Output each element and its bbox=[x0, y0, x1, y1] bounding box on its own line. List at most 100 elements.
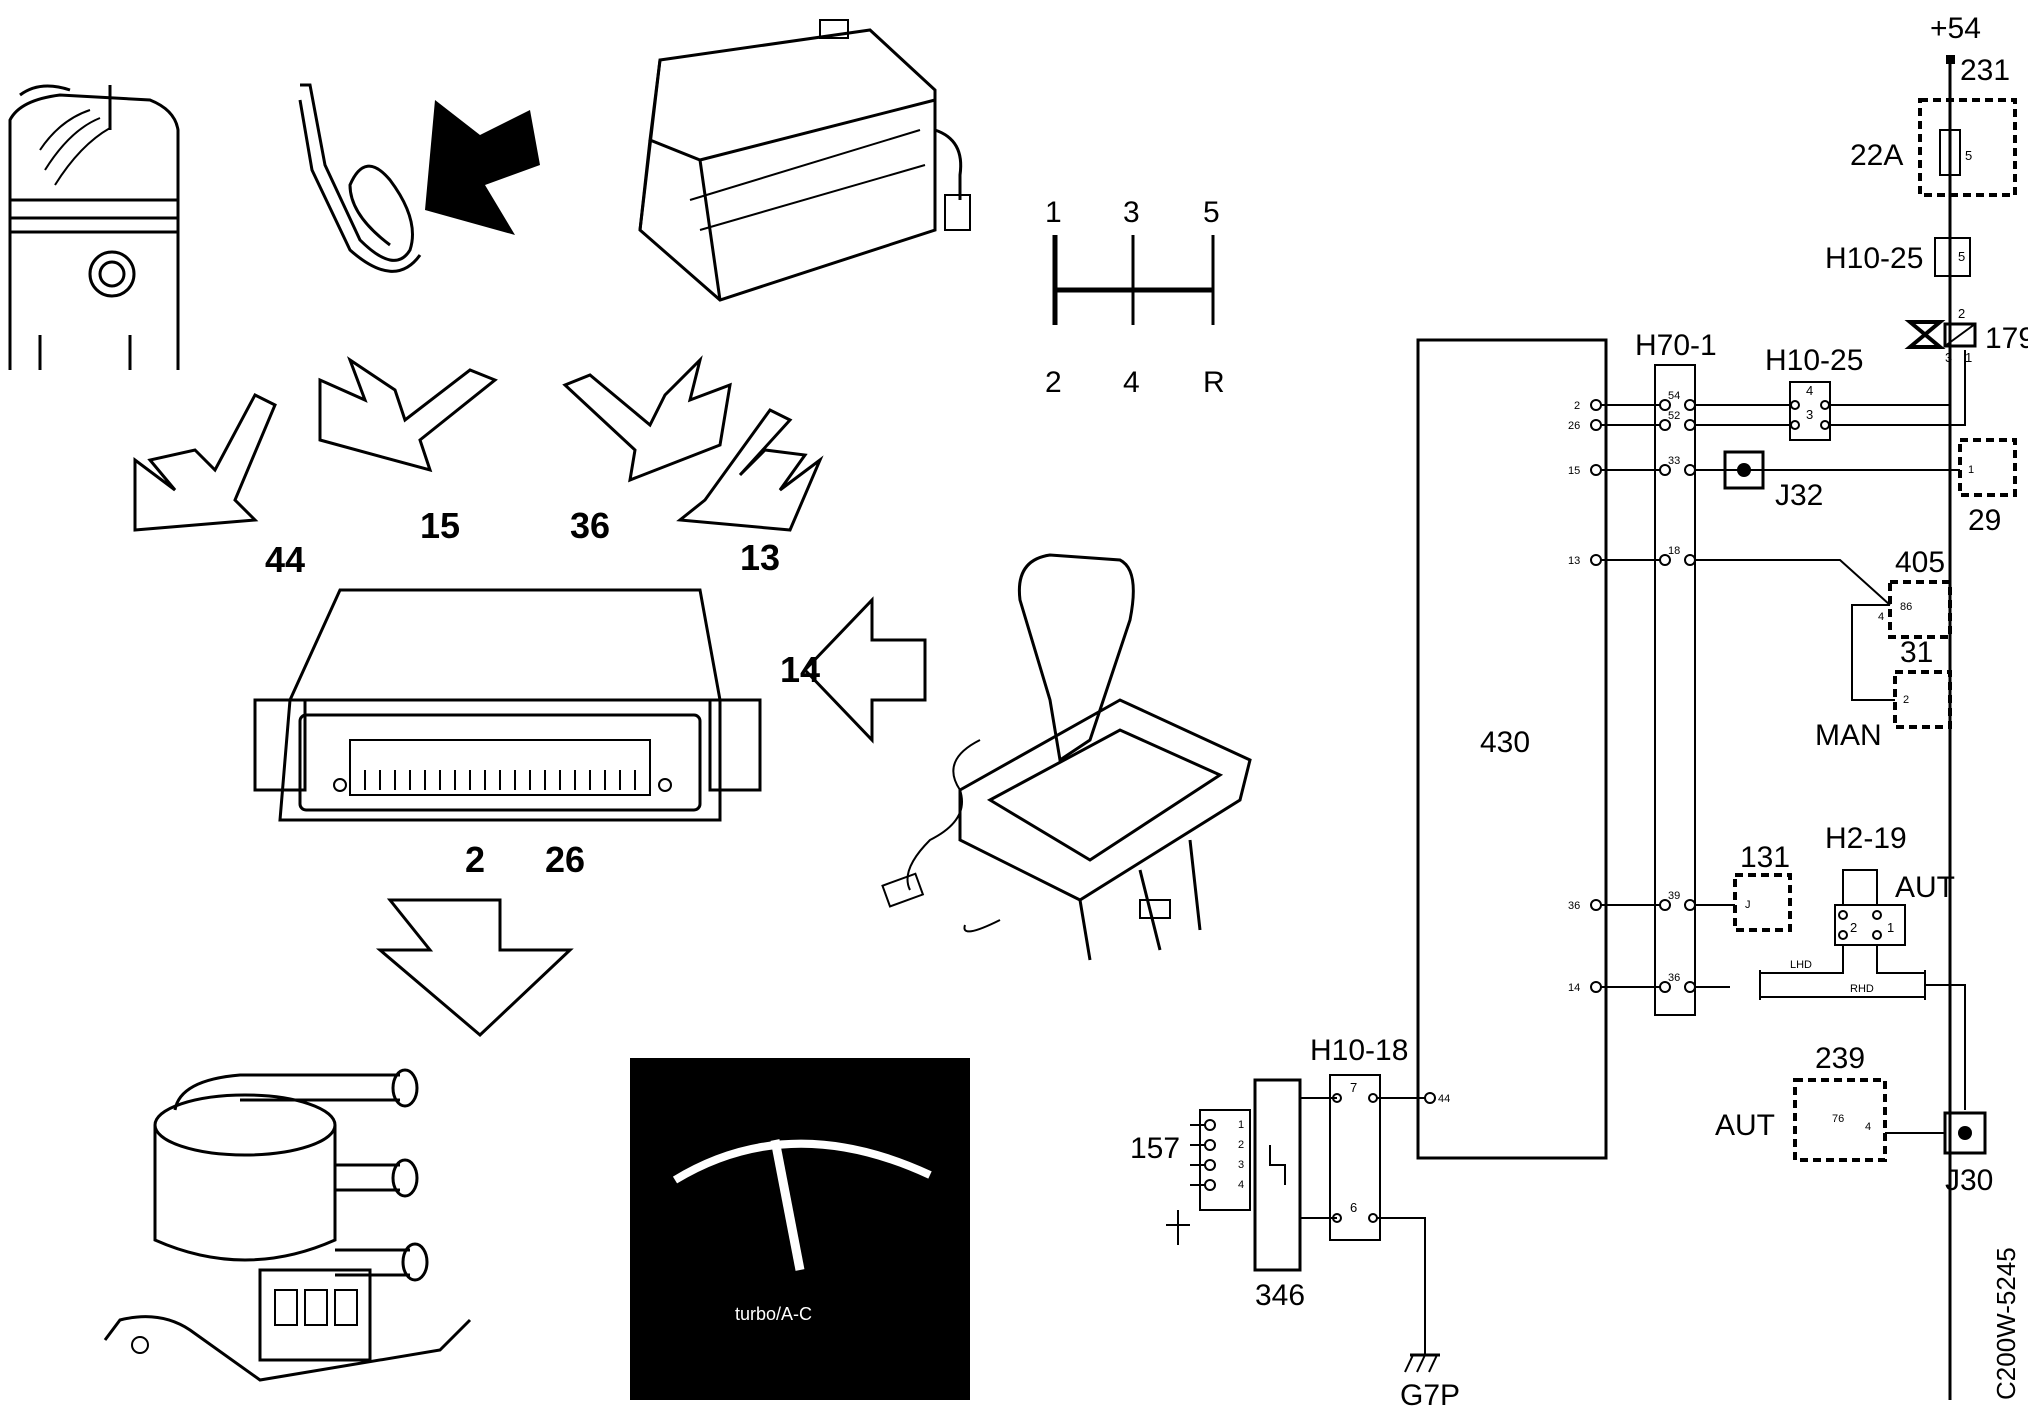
component-157-pin-1: 1 bbox=[1238, 1119, 1244, 1131]
component-346 bbox=[1253, 1078, 1302, 1272]
h10-25-pin-4: 4 bbox=[1806, 383, 1813, 398]
ecu-pin-44: 44 bbox=[1438, 1093, 1450, 1105]
h10-18-pin-6: 6 bbox=[1350, 1200, 1357, 1215]
control-module-illustration bbox=[253, 588, 762, 822]
component-29 bbox=[1958, 438, 2017, 497]
solenoid-valve-illustration bbox=[103, 1068, 472, 1382]
ecu-pin-26: 26 bbox=[1568, 420, 1580, 432]
relay-pin-1: 1 bbox=[1965, 350, 1972, 365]
relay-179-label: 179 bbox=[1985, 322, 2028, 355]
h70-pin-36: 36 bbox=[1668, 972, 1680, 984]
engine-cylinder-illustration bbox=[8, 84, 180, 370]
connector-h10-18 bbox=[1329, 1074, 1381, 1241]
splice-j32-label: J32 bbox=[1775, 479, 1823, 512]
component-405-pin-86: 86 bbox=[1900, 601, 1912, 613]
h70-pin-33: 33 bbox=[1668, 455, 1680, 467]
aut-bottom-label: AUT bbox=[1715, 1109, 1775, 1142]
ecu-pin-44-dot bbox=[1424, 1092, 1436, 1104]
ecu-pin-13: 13 bbox=[1568, 555, 1580, 567]
turbo-gauge-illustration bbox=[630, 1058, 970, 1400]
h2-19-pin-1: 1 bbox=[1887, 920, 1894, 935]
ground-label: G7P bbox=[1400, 1379, 1460, 1408]
component-31-label: 31 bbox=[1900, 636, 1933, 669]
splice-j32 bbox=[1723, 450, 1765, 490]
h70-pin-52: 52 bbox=[1668, 410, 1680, 422]
pin-row-13 bbox=[1590, 554, 1891, 606]
gear-4: 4 bbox=[1123, 366, 1140, 399]
ignition-cassette-illustration bbox=[638, 19, 971, 302]
arrow-13 bbox=[676, 408, 824, 532]
h70-pin-39: 39 bbox=[1668, 890, 1680, 902]
wire-ground bbox=[1377, 1217, 1426, 1355]
fuse-wire-label: 231 bbox=[1960, 54, 2010, 87]
connector-h70-1 bbox=[1654, 364, 1696, 1016]
pin-row-26 bbox=[1590, 419, 1790, 431]
relay-pin-2: 2 bbox=[1958, 306, 1965, 321]
arrow-14 bbox=[802, 596, 927, 744]
component-239-pin-76: 76 bbox=[1832, 1113, 1844, 1125]
gear-1: 1 bbox=[1045, 196, 1062, 229]
knock-sensor-wire-illustration bbox=[298, 83, 422, 273]
ecu-pin-14: 14 bbox=[1568, 982, 1580, 994]
h70-pin-18: 18 bbox=[1668, 545, 1680, 557]
supply-terminal bbox=[1946, 55, 1955, 64]
fuse-element bbox=[1939, 129, 1961, 176]
component-346-label: 346 bbox=[1255, 1279, 1305, 1312]
splice-j30 bbox=[1943, 1111, 1987, 1155]
figure-code: C200W-5245 bbox=[1991, 1247, 2021, 1400]
component-157-pin-4: 4 bbox=[1238, 1179, 1244, 1191]
component-131-pin: J bbox=[1745, 899, 1751, 911]
arrow-down bbox=[375, 898, 574, 1038]
splice-j30-label: J30 bbox=[1945, 1164, 1993, 1197]
arrow-label-14: 14 bbox=[780, 649, 820, 690]
component-405 bbox=[1888, 580, 1952, 639]
rhd-label: RHD bbox=[1850, 983, 1874, 995]
gear-5: 5 bbox=[1203, 196, 1220, 229]
lhd-label: LHD bbox=[1790, 959, 1812, 971]
component-157-pin-3: 3 bbox=[1238, 1159, 1244, 1171]
relay-pin-3: 3 bbox=[1945, 350, 1952, 365]
gear-2: 2 bbox=[1045, 366, 1062, 399]
pin-row-36 bbox=[1590, 899, 1735, 911]
ecu-pin-label-26: 26 bbox=[545, 839, 585, 880]
fuse-box bbox=[1918, 98, 2017, 197]
fuse-pin: 5 bbox=[1965, 148, 1972, 163]
component-157 bbox=[1166, 1109, 1251, 1245]
relay-feed-wires bbox=[1830, 350, 1966, 426]
man-label: MAN bbox=[1815, 719, 1882, 752]
connector-h70-1-label: H70-1 bbox=[1635, 329, 1717, 362]
wire-to-j30 bbox=[1925, 984, 1966, 1110]
pin-row-2 bbox=[1590, 399, 1790, 411]
component-157-pin-2: 2 bbox=[1238, 1139, 1244, 1151]
arrow-44 bbox=[133, 393, 277, 532]
ecu-pin-2: 2 bbox=[1574, 400, 1580, 412]
component-31 bbox=[1893, 670, 1952, 729]
component-346-symbol bbox=[1269, 1145, 1286, 1185]
fuse-label: 22A bbox=[1850, 139, 1903, 172]
arrow-label-13: 13 bbox=[740, 537, 780, 578]
component-29-label: 29 bbox=[1968, 504, 2001, 537]
ecu-430-box bbox=[1416, 338, 1608, 1160]
gauge-text: turbo/A-C bbox=[735, 1304, 812, 1324]
pointer-arrow-black bbox=[425, 100, 540, 235]
component-131 bbox=[1733, 873, 1792, 932]
lhd-rhd-bracket bbox=[1759, 970, 1926, 1000]
arrow-15 bbox=[318, 356, 498, 473]
connector-h10-25-top-pin: 5 bbox=[1958, 249, 1965, 264]
connector-h10-25-top-label: H10-25 bbox=[1825, 242, 1923, 275]
ecu-pin-36: 36 bbox=[1568, 900, 1580, 912]
wire-405-31 bbox=[1851, 604, 1895, 701]
component-405-label: 405 bbox=[1895, 546, 1945, 579]
arrow-36 bbox=[562, 355, 732, 483]
h2-19-pin-2: 2 bbox=[1850, 920, 1857, 935]
component-405-pin-4: 4 bbox=[1878, 611, 1884, 623]
pin-row-15 bbox=[1590, 464, 1960, 476]
h10-18-pin-7: 7 bbox=[1350, 1080, 1357, 1095]
gear-R: R bbox=[1203, 366, 1225, 399]
component-239-pin-4: 4 bbox=[1865, 1121, 1871, 1133]
gear-selector-illustration bbox=[881, 553, 1252, 961]
gear-3: 3 bbox=[1123, 196, 1140, 229]
ecu-430-label: 430 bbox=[1480, 726, 1530, 759]
arrow-label-15: 15 bbox=[420, 505, 460, 546]
